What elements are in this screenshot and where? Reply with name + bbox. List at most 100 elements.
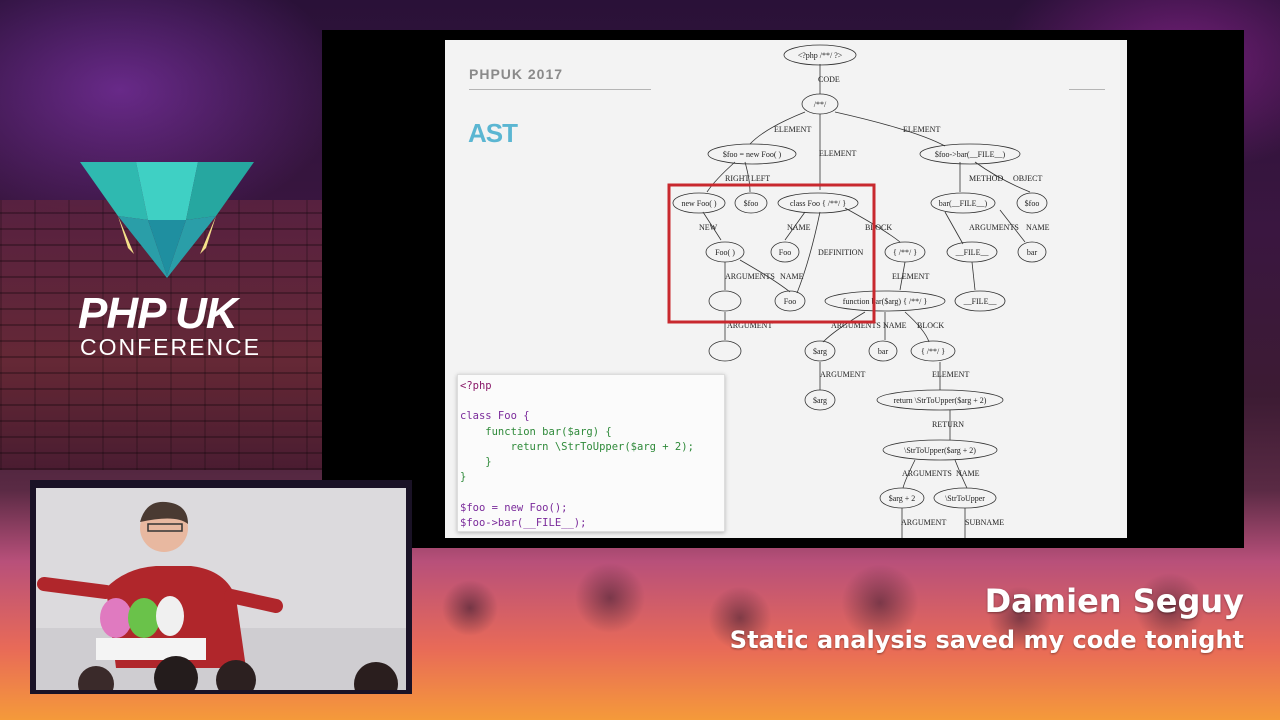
code-snippet: <?php class Foo { function bar($arg) { r… — [457, 374, 725, 532]
svg-text:bar: bar — [1027, 248, 1038, 257]
edge-label: SUBNAME — [965, 518, 1004, 527]
edge-label: OBJECT — [1013, 174, 1042, 183]
audience-crowd — [410, 548, 1280, 720]
code-line: $foo->bar(__FILE__); — [460, 516, 587, 529]
slide-title: AST — [468, 118, 518, 148]
edge-label: ARGUMENT — [820, 370, 865, 379]
ast-node: /**/ — [801, 93, 839, 115]
ast-node: $foo — [734, 192, 768, 214]
ast-edge — [796, 211, 821, 294]
talk-title: Static analysis saved my code tonight — [729, 626, 1244, 654]
edge-label: ELEMENT — [903, 125, 940, 134]
code-line: return \StrToUpper($arg + 2); — [460, 440, 694, 453]
ast-node — [708, 340, 742, 362]
ast-node: bar — [1017, 241, 1047, 263]
svg-text:$foo = new Foo( ): $foo = new Foo( ) — [723, 150, 782, 159]
svg-text:$foo->bar(__FILE__): $foo->bar(__FILE__) — [935, 150, 1006, 159]
ast-edge — [999, 209, 1026, 243]
ast-node: $foo->bar(__FILE__) — [919, 143, 1021, 165]
svg-text:function bar($arg) { /**/ }: function bar($arg) { /**/ } — [843, 297, 928, 306]
ast-node: new Foo( ) — [672, 192, 726, 214]
svg-text:$foo: $foo — [744, 199, 759, 208]
ast-edge — [744, 161, 751, 193]
ast-node: { /**/ } — [884, 241, 926, 263]
ast-node: bar — [868, 340, 898, 362]
edge-label: ARGUMENT — [901, 518, 946, 527]
edge-label: NAME — [787, 223, 811, 232]
ast-node: \StrToUpper — [933, 487, 997, 509]
svg-text:return \StrToUpper($arg + 2): return \StrToUpper($arg + 2) — [894, 396, 987, 405]
ast-edge — [971, 261, 976, 291]
code-line: $foo = new Foo(); — [460, 501, 568, 514]
edge-label: METHOD — [969, 174, 1003, 183]
ast-edge — [902, 459, 916, 489]
logo-title: PHP UK — [78, 289, 238, 338]
svg-text:$arg: $arg — [813, 396, 827, 405]
edge-label: ARGUMENT — [727, 321, 772, 330]
svg-text:bar(__FILE__): bar(__FILE__) — [939, 199, 988, 208]
ast-graph: <?php /**/ ?> /**/ $foo = new Foo( ) $fo… — [667, 44, 1050, 538]
edge-label: BLOCK — [917, 321, 944, 330]
ast-node — [708, 290, 742, 312]
logo-subtitle: CONFERENCE — [80, 334, 262, 360]
edge-label: RIGHT — [725, 174, 750, 183]
ast-node: $arg — [804, 340, 836, 362]
ast-node: class Foo { /**/ } — [777, 192, 859, 214]
svg-text:$arg + 2: $arg + 2 — [889, 494, 916, 503]
svg-text:class Foo { /**/ }: class Foo { /**/ } — [790, 199, 846, 208]
svg-text:{ /**/ }: { /**/ } — [921, 347, 945, 356]
edge-label: ELEMENT — [932, 370, 969, 379]
svg-text:<?php /**/ ?>: <?php /**/ ?> — [798, 51, 843, 60]
edge-label: ELEMENT — [774, 125, 811, 134]
ast-node: return \StrToUpper($arg + 2) — [876, 389, 1004, 411]
speaker-photo — [36, 488, 406, 690]
speaker-name: Damien Seguy — [984, 582, 1244, 620]
ast-edge — [899, 261, 906, 291]
edge-label: CODE — [818, 75, 840, 84]
svg-text:\StrToUpper: \StrToUpper — [945, 494, 985, 503]
ast-edge — [904, 311, 930, 343]
edge-label: ARGUMENTS — [725, 272, 775, 281]
edge-label: NAME — [1026, 223, 1050, 232]
code-line: function bar($arg) { — [460, 425, 612, 438]
ast-node: Foo( ) — [705, 241, 745, 263]
slide-header: PHPUK 2017 — [469, 66, 564, 82]
slide-divider — [469, 89, 651, 90]
ast-edge — [706, 161, 736, 193]
edge-label: ARGUMENTS — [902, 469, 952, 478]
svg-text:new Foo( ): new Foo( ) — [681, 199, 716, 208]
ast-edge — [822, 311, 866, 343]
svg-text:/**/: /**/ — [814, 100, 827, 109]
speaker-camera-feed — [36, 488, 406, 690]
svg-text:$arg: $arg — [813, 347, 827, 356]
svg-text:Foo( ): Foo( ) — [715, 248, 735, 257]
edge-label: RETURN — [932, 420, 964, 429]
elephant-logo-icon — [80, 162, 254, 278]
svg-text:Foo: Foo — [784, 297, 796, 306]
edge-label: NAME — [780, 272, 804, 281]
edge-label: LEFT — [751, 174, 770, 183]
ast-edge — [749, 111, 806, 145]
ast-edge — [739, 259, 791, 293]
svg-text:__FILE__: __FILE__ — [963, 297, 998, 306]
edge-label: NEW — [699, 223, 718, 232]
code-line: class Foo { — [460, 410, 530, 423]
ast-edge — [702, 211, 722, 241]
ast-edge — [784, 211, 806, 241]
edge-label: DEFINITION — [818, 248, 864, 257]
edge-label: NAME — [883, 321, 907, 330]
svg-text:bar: bar — [878, 347, 889, 356]
svg-text:__FILE__: __FILE__ — [955, 248, 990, 257]
ast-node: $arg + 2 — [879, 487, 925, 509]
edge-label: ELEMENT — [819, 149, 856, 158]
ast-edge — [944, 211, 964, 245]
ast-node: { /**/ } — [910, 340, 956, 362]
ast-node: $arg — [804, 389, 836, 411]
svg-text:$foo: $foo — [1025, 199, 1040, 208]
ast-node: \StrToUpper($arg + 2) — [882, 439, 998, 461]
ast-node: Foo — [770, 241, 800, 263]
ast-node: $foo — [1016, 192, 1048, 214]
ast-edge — [974, 161, 1031, 193]
edge-label: ELEMENT — [892, 272, 929, 281]
ast-node: function bar($arg) { /**/ } — [824, 290, 946, 312]
